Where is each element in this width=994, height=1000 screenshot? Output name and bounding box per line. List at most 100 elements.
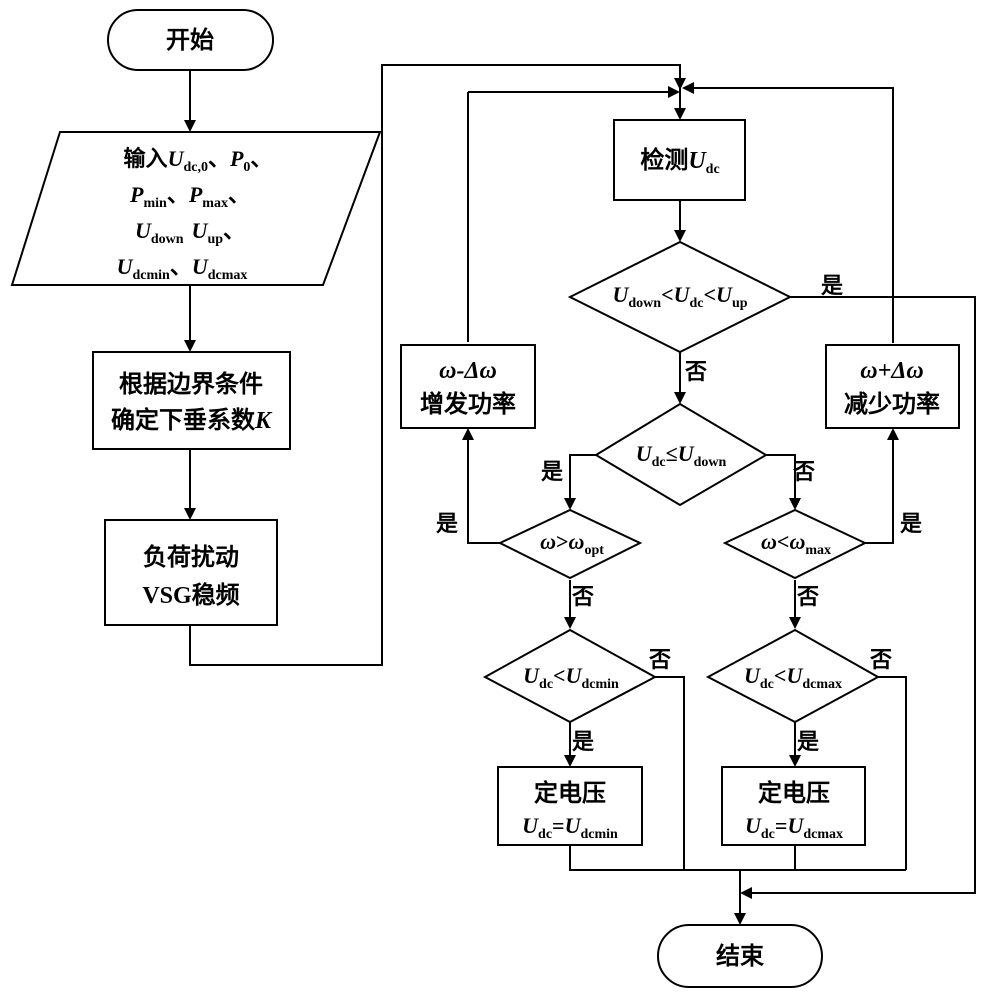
input-sep-4: 、 (228, 182, 250, 207)
fixmin-u-symbol: U (565, 813, 582, 838)
range-uup-symbol: U (716, 282, 733, 307)
input-udcmax-symbol: U (192, 254, 209, 279)
dcmin-lt: < (553, 663, 566, 688)
input-udcmin-subscript: dcmin (132, 268, 170, 283)
input-prefix: 输入 (124, 146, 168, 171)
range-uup-subscript: up (732, 296, 748, 311)
range-udc-subscript: dc (690, 296, 704, 311)
fixmax-u-subscript: dcmax (803, 827, 843, 842)
input-sep-3: 、 (167, 182, 189, 207)
le-sign: ≤ (666, 441, 678, 466)
decrease-omega: ω (860, 358, 877, 384)
detect-u-symbol: U (688, 148, 707, 174)
dcmax-lt: < (774, 663, 787, 688)
max-subscript: max (805, 543, 831, 558)
opt-omega-2: ω (569, 529, 585, 554)
range-udown-subscript: down (628, 296, 661, 311)
input-sep-5: 、 (223, 218, 245, 243)
arrow-dcmin-no (655, 677, 684, 870)
opt-omega-1: ω (540, 529, 556, 554)
range-udc-symbol: U (674, 282, 691, 307)
dcmin-udc-symbol: U (523, 663, 540, 688)
max-omega-1: ω (761, 529, 777, 554)
opt-subscript: opt (584, 543, 604, 558)
input-sep-1: 、 (208, 146, 230, 171)
input-pmin-subscript: min (143, 196, 167, 211)
dcmin-u-subscript: dcmin (581, 677, 619, 692)
dcmax-udc-subscript: dc (760, 677, 774, 692)
dcmax-u-subscript: dcmax (802, 677, 842, 692)
dcmax-u-symbol: U (786, 663, 803, 688)
decrease-formula: ω+Δω (860, 358, 923, 384)
le-udc-symbol: U (636, 441, 653, 466)
opt-yes-label: 是 (436, 511, 458, 536)
end-label: 结束 (716, 943, 765, 970)
max-no-label: 否 (796, 584, 819, 609)
input-udc0-symbol: U (168, 146, 185, 171)
arrow-dcmax-no (875, 677, 906, 870)
increase-formula: ω-Δω (439, 358, 497, 384)
decrease-op: +Δω (878, 358, 924, 384)
load-line-1: 负荷扰动 (143, 544, 239, 571)
fixmin-u-subscript: dcmin (580, 827, 618, 842)
input-p0-subscript: 0 (243, 160, 250, 175)
droop-box (93, 352, 290, 449)
droop-line-2: 确定下垂系数K (111, 406, 273, 434)
input-udcmax-subscript: dcmax (208, 268, 248, 283)
input-udcmin-symbol: U (117, 254, 134, 279)
dcmin-udc-subscript: dc (539, 677, 553, 692)
range-lt-1: < (661, 282, 674, 307)
input-pmin-symbol: P (129, 182, 144, 207)
detect-u-subscript: dc (706, 162, 720, 177)
opt-gt: > (556, 529, 569, 554)
fixmin-udc-symbol: U (522, 813, 539, 838)
fixmax-udc-symbol: U (745, 813, 762, 838)
droop-line-2-text: 确定下垂系数 (111, 406, 256, 434)
range-lt-2: < (704, 282, 717, 307)
input-pmax-subscript: max (202, 196, 228, 211)
droop-k-symbol: K (254, 408, 273, 434)
fixmin-eq: = (552, 813, 565, 838)
increase-label: 增发功率 (420, 390, 516, 418)
fixmin-udc-subscript: dc (538, 827, 552, 842)
le-udc-subscript: dc (652, 455, 666, 470)
le-udown-symbol: U (678, 441, 695, 466)
load-box (105, 520, 277, 625)
max-yes-label: 是 (900, 511, 922, 536)
fixmax-udc-subscript: dc (761, 827, 775, 842)
line-fixmin-down (570, 845, 906, 870)
decrease-label: 减少功率 (844, 390, 940, 418)
increase-omega: ω (439, 358, 456, 384)
dcmax-udc-symbol: U (744, 663, 761, 688)
dcmin-no-label: 否 (648, 647, 671, 672)
max-omega-2: ω (789, 529, 805, 554)
load-line-2: VSG稳频 (142, 581, 239, 609)
input-uup-subscript: up (207, 232, 223, 247)
arrow-max-yes (865, 430, 893, 543)
droop-line-1: 根据边界条件 (119, 370, 263, 398)
dcmin-u-symbol: U (566, 663, 583, 688)
input-udown-subscript: down (151, 232, 184, 247)
input-udown-symbol: U (135, 218, 152, 243)
input-pmax-symbol: P (188, 182, 203, 207)
dcmin-yes-label: 是 (572, 729, 594, 754)
fixmax-label: 定电压 (758, 779, 830, 807)
arrow-le-yes (570, 455, 596, 508)
dcmax-no-label: 否 (869, 647, 892, 672)
labels: 开始 输入Udc,0、P0、 Pmin、Pmax、 UdownUup、 Udcm… (111, 27, 940, 970)
arrow-opt-yes (468, 430, 500, 543)
le-yes-label: 是 (541, 459, 563, 484)
range-udown-symbol: U (612, 282, 629, 307)
start-label: 开始 (166, 27, 214, 54)
range-no-label: 否 (684, 359, 707, 384)
le-no-label: 否 (792, 459, 815, 484)
input-p0-symbol: P (229, 146, 244, 171)
arrow-le-no (766, 455, 795, 508)
input-sep-6: 、 (170, 254, 192, 279)
detect-text: 检测 (640, 146, 688, 174)
increase-op: -Δω (456, 358, 496, 384)
opt-no-label: 否 (571, 584, 594, 609)
dcmax-yes-label: 是 (797, 729, 819, 754)
